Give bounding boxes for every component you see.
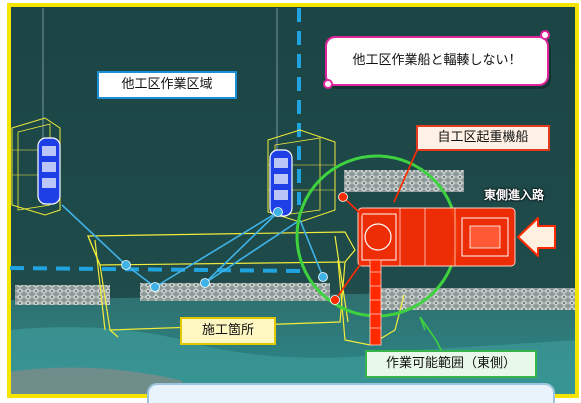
work-ship-icon xyxy=(267,129,336,223)
breakwater-west xyxy=(15,285,110,305)
anchor-point xyxy=(338,192,348,202)
workable-range-label: 作業可能範囲（東側） xyxy=(365,350,537,378)
breakwater-center xyxy=(140,283,330,301)
no-interference-callout: 他工区作業船と輻輳しない！ xyxy=(325,36,549,86)
zone-boundary-horizontal xyxy=(9,266,301,273)
east-approach-label: 東側進入路 xyxy=(484,188,545,202)
work-ship-icon xyxy=(11,117,61,216)
anchor-point xyxy=(330,295,340,305)
crane-ship-label: 自工区起重機船 xyxy=(416,125,550,151)
construction-site-label: 施工箇所 xyxy=(180,317,276,345)
crane-ship-icon xyxy=(357,207,516,346)
callout-pin-icon xyxy=(540,30,550,40)
anchor-points xyxy=(121,207,328,292)
arrow-right-icon xyxy=(517,217,556,257)
breakwater-east xyxy=(380,288,578,310)
mooring-lines xyxy=(61,204,324,288)
construction-site-outline xyxy=(87,231,405,346)
caption-box xyxy=(147,383,555,403)
crane-label-leader xyxy=(393,147,419,203)
range-label-leader xyxy=(419,316,443,353)
other-zone-label: 他工区作業区域 xyxy=(97,71,237,99)
callout-pin-icon xyxy=(323,79,333,89)
